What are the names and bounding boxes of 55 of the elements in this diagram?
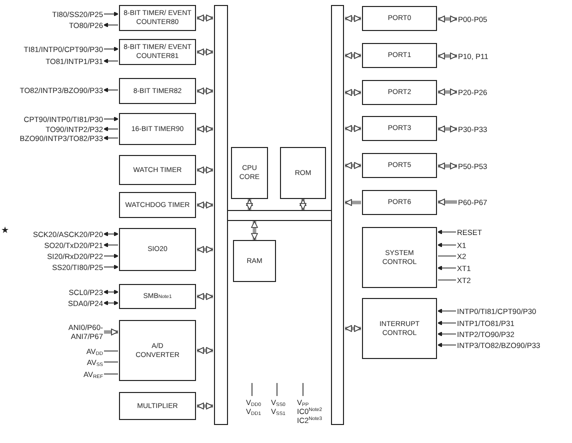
signal-line <box>302 382 304 396</box>
arrow <box>104 22 118 28</box>
bus-arrow <box>197 246 213 253</box>
bus-arrow <box>197 126 213 132</box>
bus-arrow <box>438 88 457 96</box>
bus-arrow <box>197 293 213 300</box>
bus-arrow <box>197 48 213 56</box>
arrow <box>104 88 118 92</box>
arrow <box>104 116 118 122</box>
arrow <box>438 342 456 348</box>
arrow <box>438 320 456 326</box>
bus-arrow <box>246 199 253 210</box>
signal-line <box>276 382 278 396</box>
bus-bar <box>214 5 228 425</box>
arrow <box>438 242 456 248</box>
arrow <box>104 290 118 294</box>
bus-arrow <box>251 221 258 240</box>
bus-arrow <box>345 15 361 22</box>
bus-arrow <box>345 325 361 332</box>
arrow <box>104 242 118 248</box>
bus-arrow <box>345 125 361 132</box>
revision-mark: ★ <box>1 226 9 235</box>
bus-arrow <box>197 202 213 208</box>
bus-arrow <box>438 198 457 206</box>
bus-arrow <box>197 14 213 22</box>
bus-arrow <box>300 199 306 210</box>
bus-arrow <box>197 166 213 174</box>
bus-arrow <box>197 347 213 354</box>
bus-arrow <box>197 402 213 410</box>
bus-arrow <box>438 162 457 170</box>
bus-bar <box>227 210 332 221</box>
arrow <box>438 230 456 234</box>
arrow <box>104 46 118 52</box>
arrow <box>104 136 118 140</box>
bus-arrow <box>345 52 361 59</box>
bus-arrow <box>438 52 457 60</box>
bus-bar <box>331 5 344 425</box>
signal-line <box>104 350 118 352</box>
arrow <box>104 58 118 64</box>
arrow <box>438 308 456 314</box>
arrow <box>104 254 118 258</box>
arrow <box>104 232 118 236</box>
arrow <box>104 126 118 132</box>
bus-arrow <box>345 199 361 206</box>
bus-arrow <box>345 89 361 96</box>
bus-arrow <box>438 126 457 132</box>
arrow <box>104 264 118 270</box>
arrow <box>438 332 456 336</box>
bus-arrow <box>438 16 457 22</box>
bus-arrow <box>345 162 361 169</box>
bus-arrow <box>197 88 213 94</box>
arrow <box>104 300 118 306</box>
arrow <box>104 12 118 16</box>
bus-arrow <box>104 328 118 336</box>
arrow <box>438 266 456 270</box>
